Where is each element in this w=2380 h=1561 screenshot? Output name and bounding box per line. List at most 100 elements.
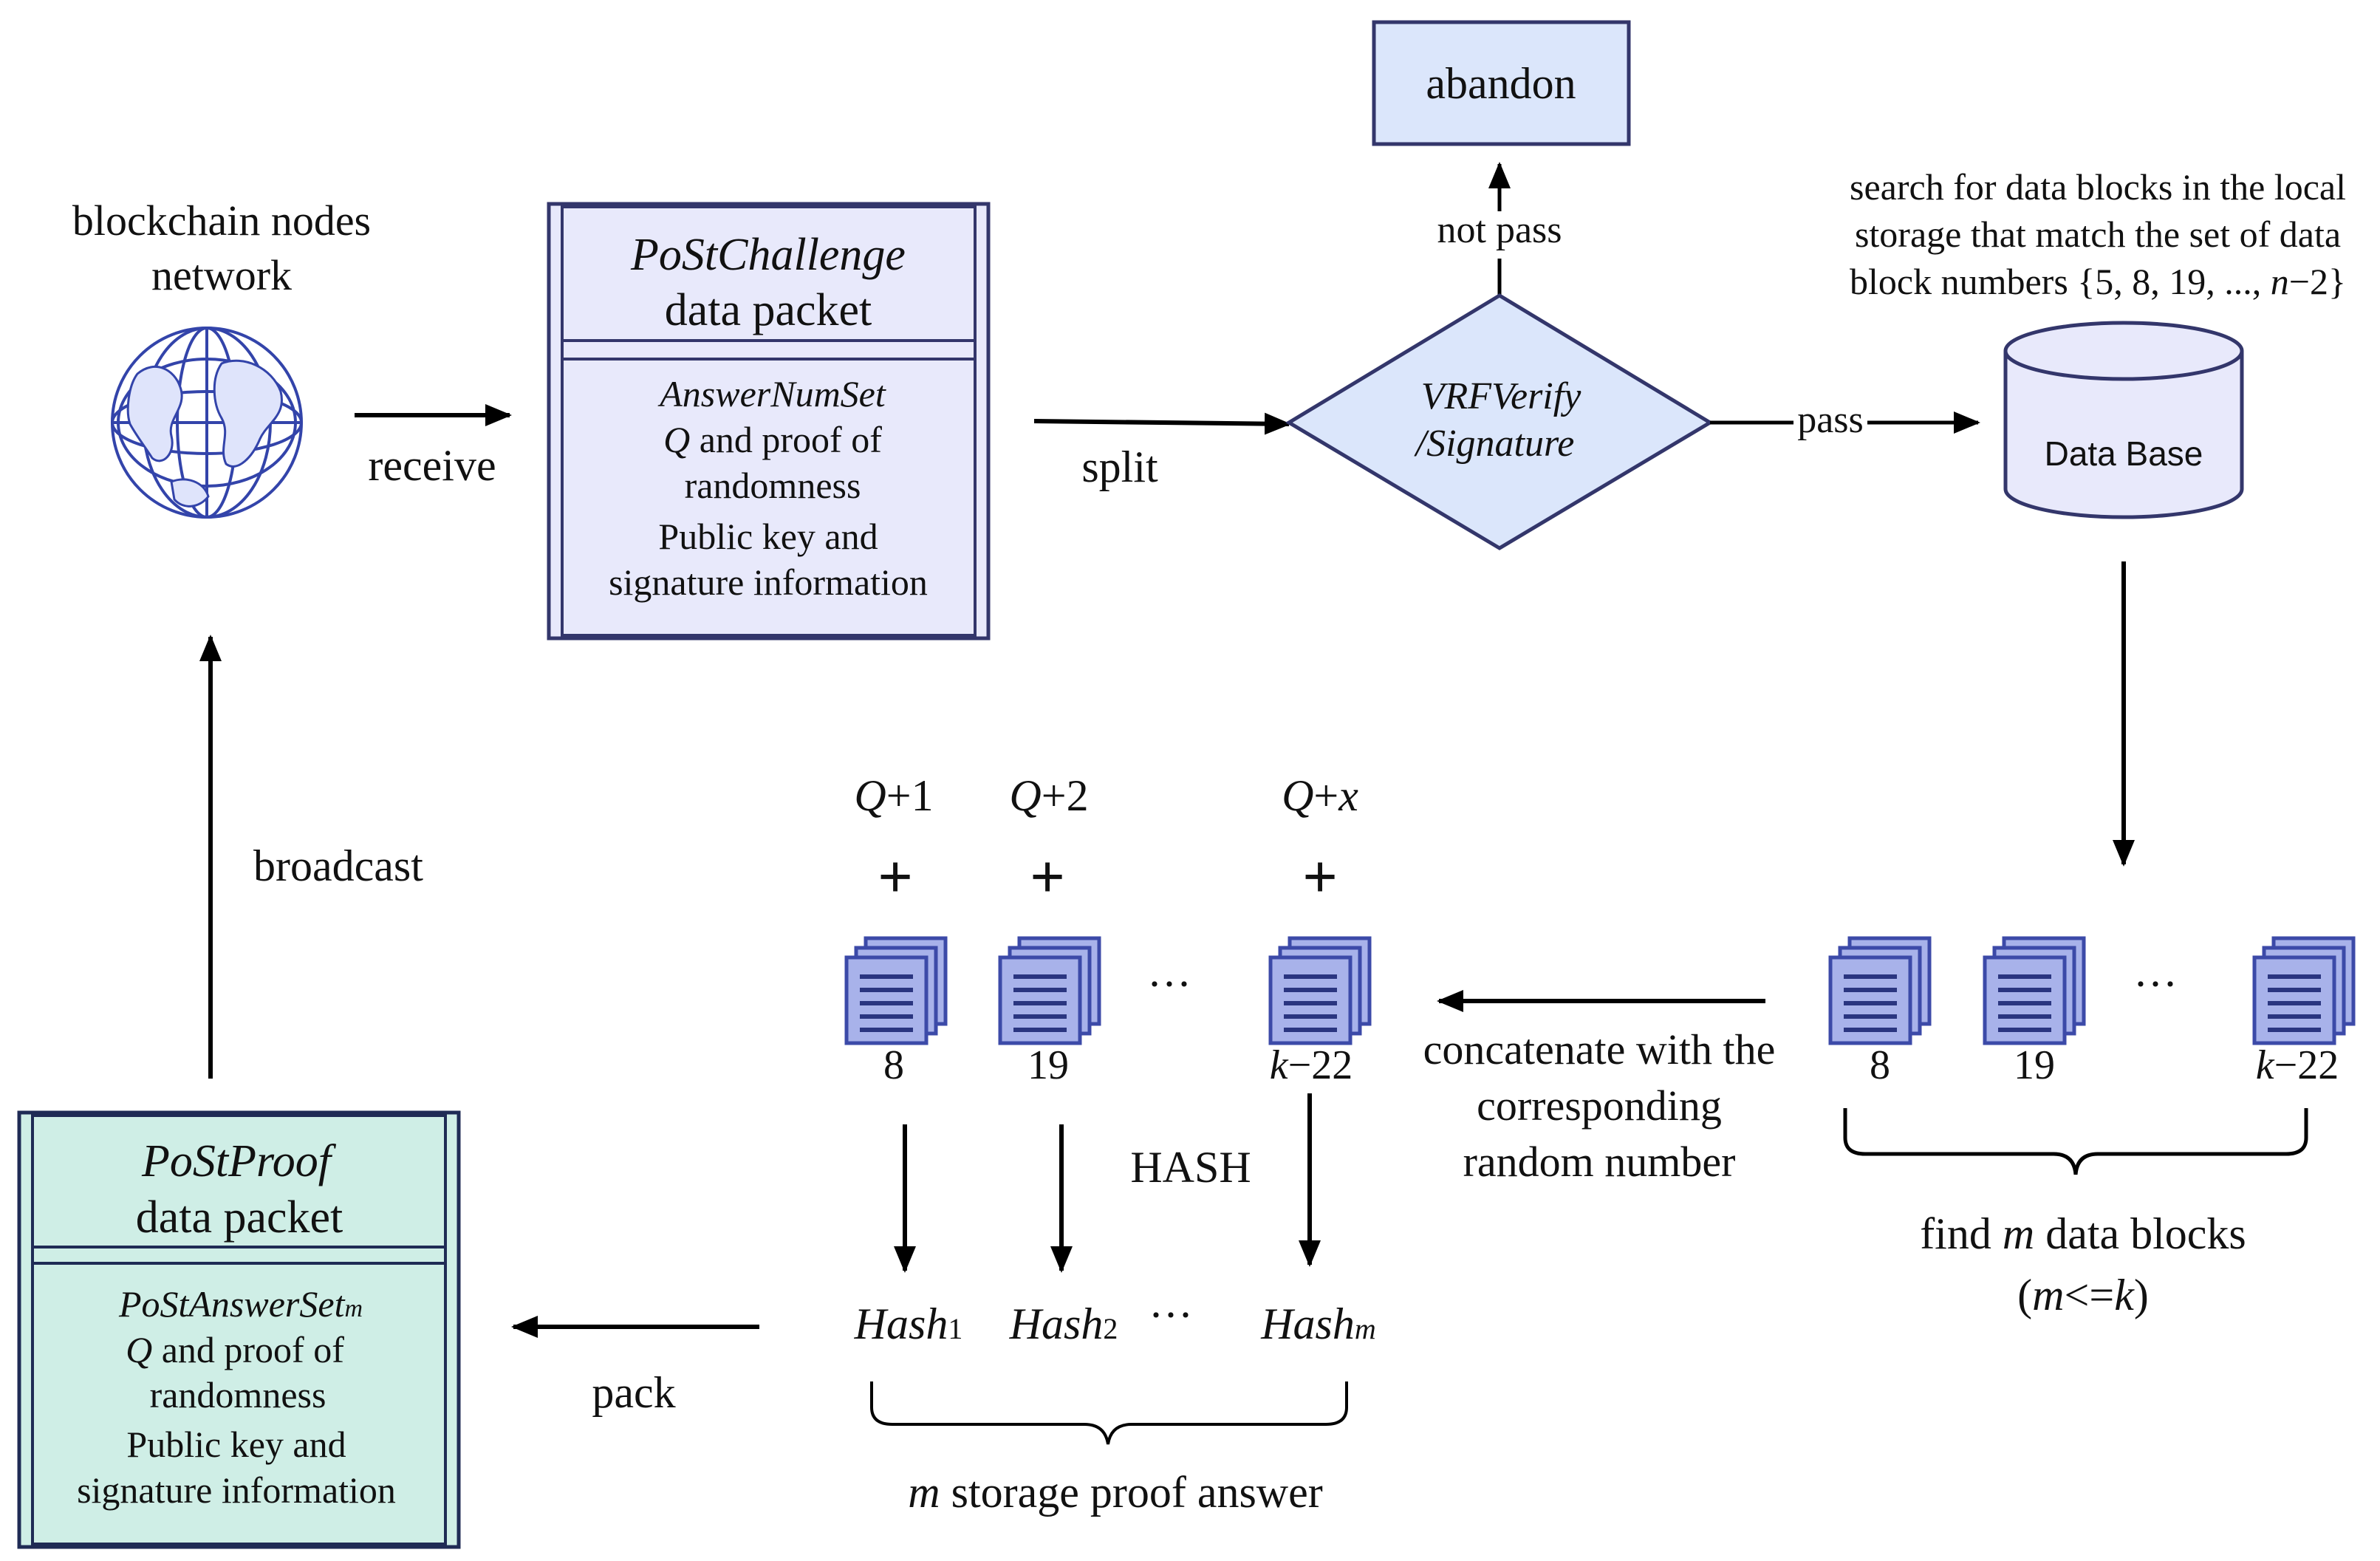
found-block-k22-icon xyxy=(2254,938,2353,1043)
found-constraint: (m<=k) xyxy=(2017,1271,2149,1319)
challenge-field-q-proof: Q and proof of xyxy=(663,419,882,460)
hash-2-sub: 2 xyxy=(1103,1312,1118,1345)
abandon-label: abandon xyxy=(1426,59,1576,108)
concat-ellipsis: ··· xyxy=(1147,960,1191,1008)
db-note-line2: storage that match the set of data xyxy=(1855,214,2341,255)
hash-2-name: Hash xyxy=(1009,1299,1104,1348)
broadcast-label: broadcast xyxy=(253,841,423,890)
split-label: split xyxy=(1081,443,1158,491)
verify-line2: /Signature xyxy=(1414,423,1575,465)
proof-field-signature: signature information xyxy=(77,1469,396,1511)
constraint-m: m xyxy=(2032,1271,2064,1319)
proof-q-var: Q xyxy=(126,1329,152,1370)
network-label-line1: blockchain nodes xyxy=(72,197,371,245)
hashes-caption-m: m xyxy=(908,1468,940,1517)
constraint-close: ) xyxy=(2134,1271,2149,1319)
q-plus-2: Q+2 xyxy=(1009,771,1088,820)
not-pass-label: not pass xyxy=(1437,209,1562,251)
proof-field-pubkey: Public key and xyxy=(126,1424,346,1465)
plus-sign-2: + xyxy=(1030,843,1065,912)
concat-block-k22-label: k−22 xyxy=(1270,1042,1353,1088)
hashes-caption-rest: storage proof answer xyxy=(940,1468,1323,1517)
found-block-k22-label: k−22 xyxy=(2256,1042,2339,1088)
found-block-19-icon xyxy=(1985,938,2084,1043)
hash-1-name: Hash xyxy=(854,1299,948,1348)
concat-block-8-label: 8 xyxy=(883,1042,904,1088)
q-var: Q xyxy=(663,419,690,460)
concat-line1: concatenate with the xyxy=(1423,1025,1776,1073)
qx-rest: + xyxy=(1313,771,1338,820)
db-note-line1: search for data blocks in the local xyxy=(1850,166,2346,208)
concat-block-19-icon xyxy=(1000,938,1099,1043)
db-note-pre: block numbers {5, 8, 19, ..., xyxy=(1850,261,2271,302)
found-caption-m: m xyxy=(2003,1209,2034,1258)
constraint-k: k xyxy=(2114,1271,2135,1319)
abandon-box xyxy=(1372,20,1631,146)
proof-title: PoStProof xyxy=(141,1136,337,1186)
constraint-op: <= xyxy=(2065,1271,2115,1319)
k-var: k xyxy=(2256,1042,2275,1088)
pass-label: pass xyxy=(1797,399,1864,441)
hashes-caption: m storage proof answer xyxy=(908,1468,1323,1517)
hash-m-name: Hash xyxy=(1260,1299,1355,1348)
split-arrow xyxy=(1033,412,1291,435)
database-label: Data Base xyxy=(2045,434,2203,473)
hash-1-sub: 1 xyxy=(948,1312,962,1345)
pass-label-bg xyxy=(1793,399,1867,445)
hash-ellipsis: ··· xyxy=(1149,1291,1193,1339)
hash-m-sub: m xyxy=(1355,1312,1376,1345)
challenge-subtitle: data packet xyxy=(665,285,872,335)
qx-x: x xyxy=(1338,771,1358,820)
proof-field-answerset: PoStAnswerSetm xyxy=(118,1283,363,1325)
plus-sign-1: + xyxy=(878,843,913,912)
found-ellipsis: ··· xyxy=(2133,960,2178,1008)
concat-line2: corresponding xyxy=(1477,1082,1722,1130)
verify-line1: VRFVerify xyxy=(1421,375,1582,417)
challenge-field-pubkey: Public key and xyxy=(658,516,878,557)
hashes-brace xyxy=(870,1381,1348,1445)
hash-m: Hashm xyxy=(1260,1299,1376,1348)
db-note-line3: block numbers {5, 8, 19, ..., n−2} xyxy=(1850,261,2346,302)
k-var-2: k xyxy=(1270,1042,1289,1088)
concat-line3: random number xyxy=(1463,1138,1736,1186)
receive-label: receive xyxy=(368,441,496,490)
concat-block-19-label: 19 xyxy=(1027,1042,1069,1088)
proof-q-rest: and proof of xyxy=(152,1329,344,1370)
proof-packet xyxy=(17,1110,461,1549)
db-note-post: −2} xyxy=(2289,261,2346,302)
found-block-19-label: 19 xyxy=(2014,1042,2055,1088)
proof-answerset-name: PoStAnswerSet xyxy=(118,1283,346,1325)
plus-sign-3: + xyxy=(1302,843,1338,912)
found-caption-post: data blocks xyxy=(2034,1209,2246,1258)
hash-2: Hash2 xyxy=(1009,1299,1118,1348)
challenge-field-randomness: randomness xyxy=(685,465,861,506)
qx-var: Q xyxy=(1282,771,1313,820)
proof-answerset-sub: m xyxy=(344,1295,363,1322)
concat-block-8-icon xyxy=(847,938,945,1043)
q-proof-rest: and proof of xyxy=(690,419,882,460)
q-plus-x: Q+x xyxy=(1282,771,1358,820)
globe-icon xyxy=(111,327,303,519)
network-label-line2: network xyxy=(151,251,292,299)
challenge-title: PoStChallenge xyxy=(630,230,906,280)
q1-var: Q xyxy=(854,771,886,820)
q-plus-1: Q+1 xyxy=(854,771,933,820)
hash-1: Hash1 xyxy=(854,1299,963,1348)
challenge-field-answernumset: AnswerNumSet xyxy=(657,373,886,414)
found-caption-pre: find xyxy=(1920,1209,2003,1258)
q1-rest: +1 xyxy=(886,771,934,820)
challenge-field-signature: signature information xyxy=(609,561,928,603)
proof-field-randomness: randomness xyxy=(150,1374,326,1415)
found-block-8-label: 8 xyxy=(1870,1042,1890,1088)
k-rest: −22 xyxy=(2274,1042,2339,1088)
q2-var: Q xyxy=(1009,771,1041,820)
verify-diamond xyxy=(1285,293,1714,550)
challenge-packet xyxy=(547,202,991,641)
database-cylinder-icon xyxy=(2003,321,2244,519)
q2-rest: +2 xyxy=(1042,771,1089,820)
found-block-8-icon xyxy=(1830,938,1929,1043)
found-blocks-brace xyxy=(1843,1108,2308,1175)
k-rest-2: −22 xyxy=(1288,1042,1353,1088)
constraint-open: ( xyxy=(2017,1271,2032,1319)
